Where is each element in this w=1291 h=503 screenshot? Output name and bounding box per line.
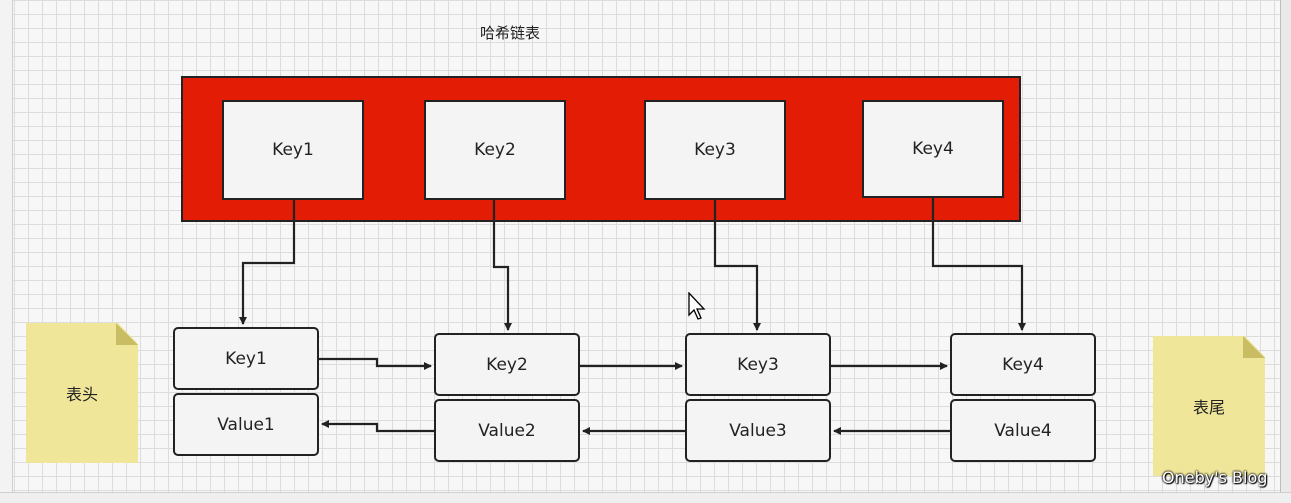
head-note: 表头 — [26, 323, 138, 463]
arrow-table-key4-to-node4 — [931, 198, 1026, 331]
node-key-1: Key1 — [173, 327, 319, 390]
tail-note: 表尾 — [1153, 336, 1265, 476]
list-node-2: Key2 Value2 — [434, 333, 580, 463]
diagram-title: 哈希链表 — [480, 24, 541, 42]
node-key-4: Key4 — [950, 333, 1096, 396]
node-value-3: Value3 — [685, 399, 831, 462]
table-key-3: Key3 — [644, 100, 786, 200]
node-value-2: Value2 — [434, 399, 580, 462]
canvas-right-border — [1280, 0, 1291, 503]
node-key-2: Key2 — [434, 333, 580, 396]
table-key-4: Key4 — [862, 100, 1004, 198]
mouse-pointer-icon — [688, 292, 706, 320]
table-key-1: Key1 — [222, 100, 364, 200]
table-key-2: Key2 — [424, 100, 566, 200]
watermark: Oneby's Blog — [1162, 468, 1268, 487]
node-key-3: Key3 — [685, 333, 831, 396]
head-note-label: 表头 — [65, 385, 98, 404]
node-value-1: Value1 — [173, 393, 319, 456]
list-node-4: Key4 Value4 — [950, 333, 1096, 463]
arrow-table-key3-to-node3 — [713, 200, 761, 331]
tail-note-label: 表尾 — [1192, 398, 1225, 417]
canvas-bottom-border — [0, 492, 1291, 503]
list-node-1: Key1 Value1 — [173, 327, 319, 457]
canvas-left-border — [0, 0, 13, 503]
arrow-prev-node2-to-node1 — [321, 420, 434, 433]
arrow-table-key2-to-node2 — [492, 200, 512, 331]
node-value-4: Value4 — [950, 399, 1096, 462]
arrow-table-key1-to-node1 — [239, 200, 296, 325]
arrow-next-node1-to-node2 — [319, 357, 432, 370]
list-node-3: Key3 Value3 — [685, 333, 831, 463]
